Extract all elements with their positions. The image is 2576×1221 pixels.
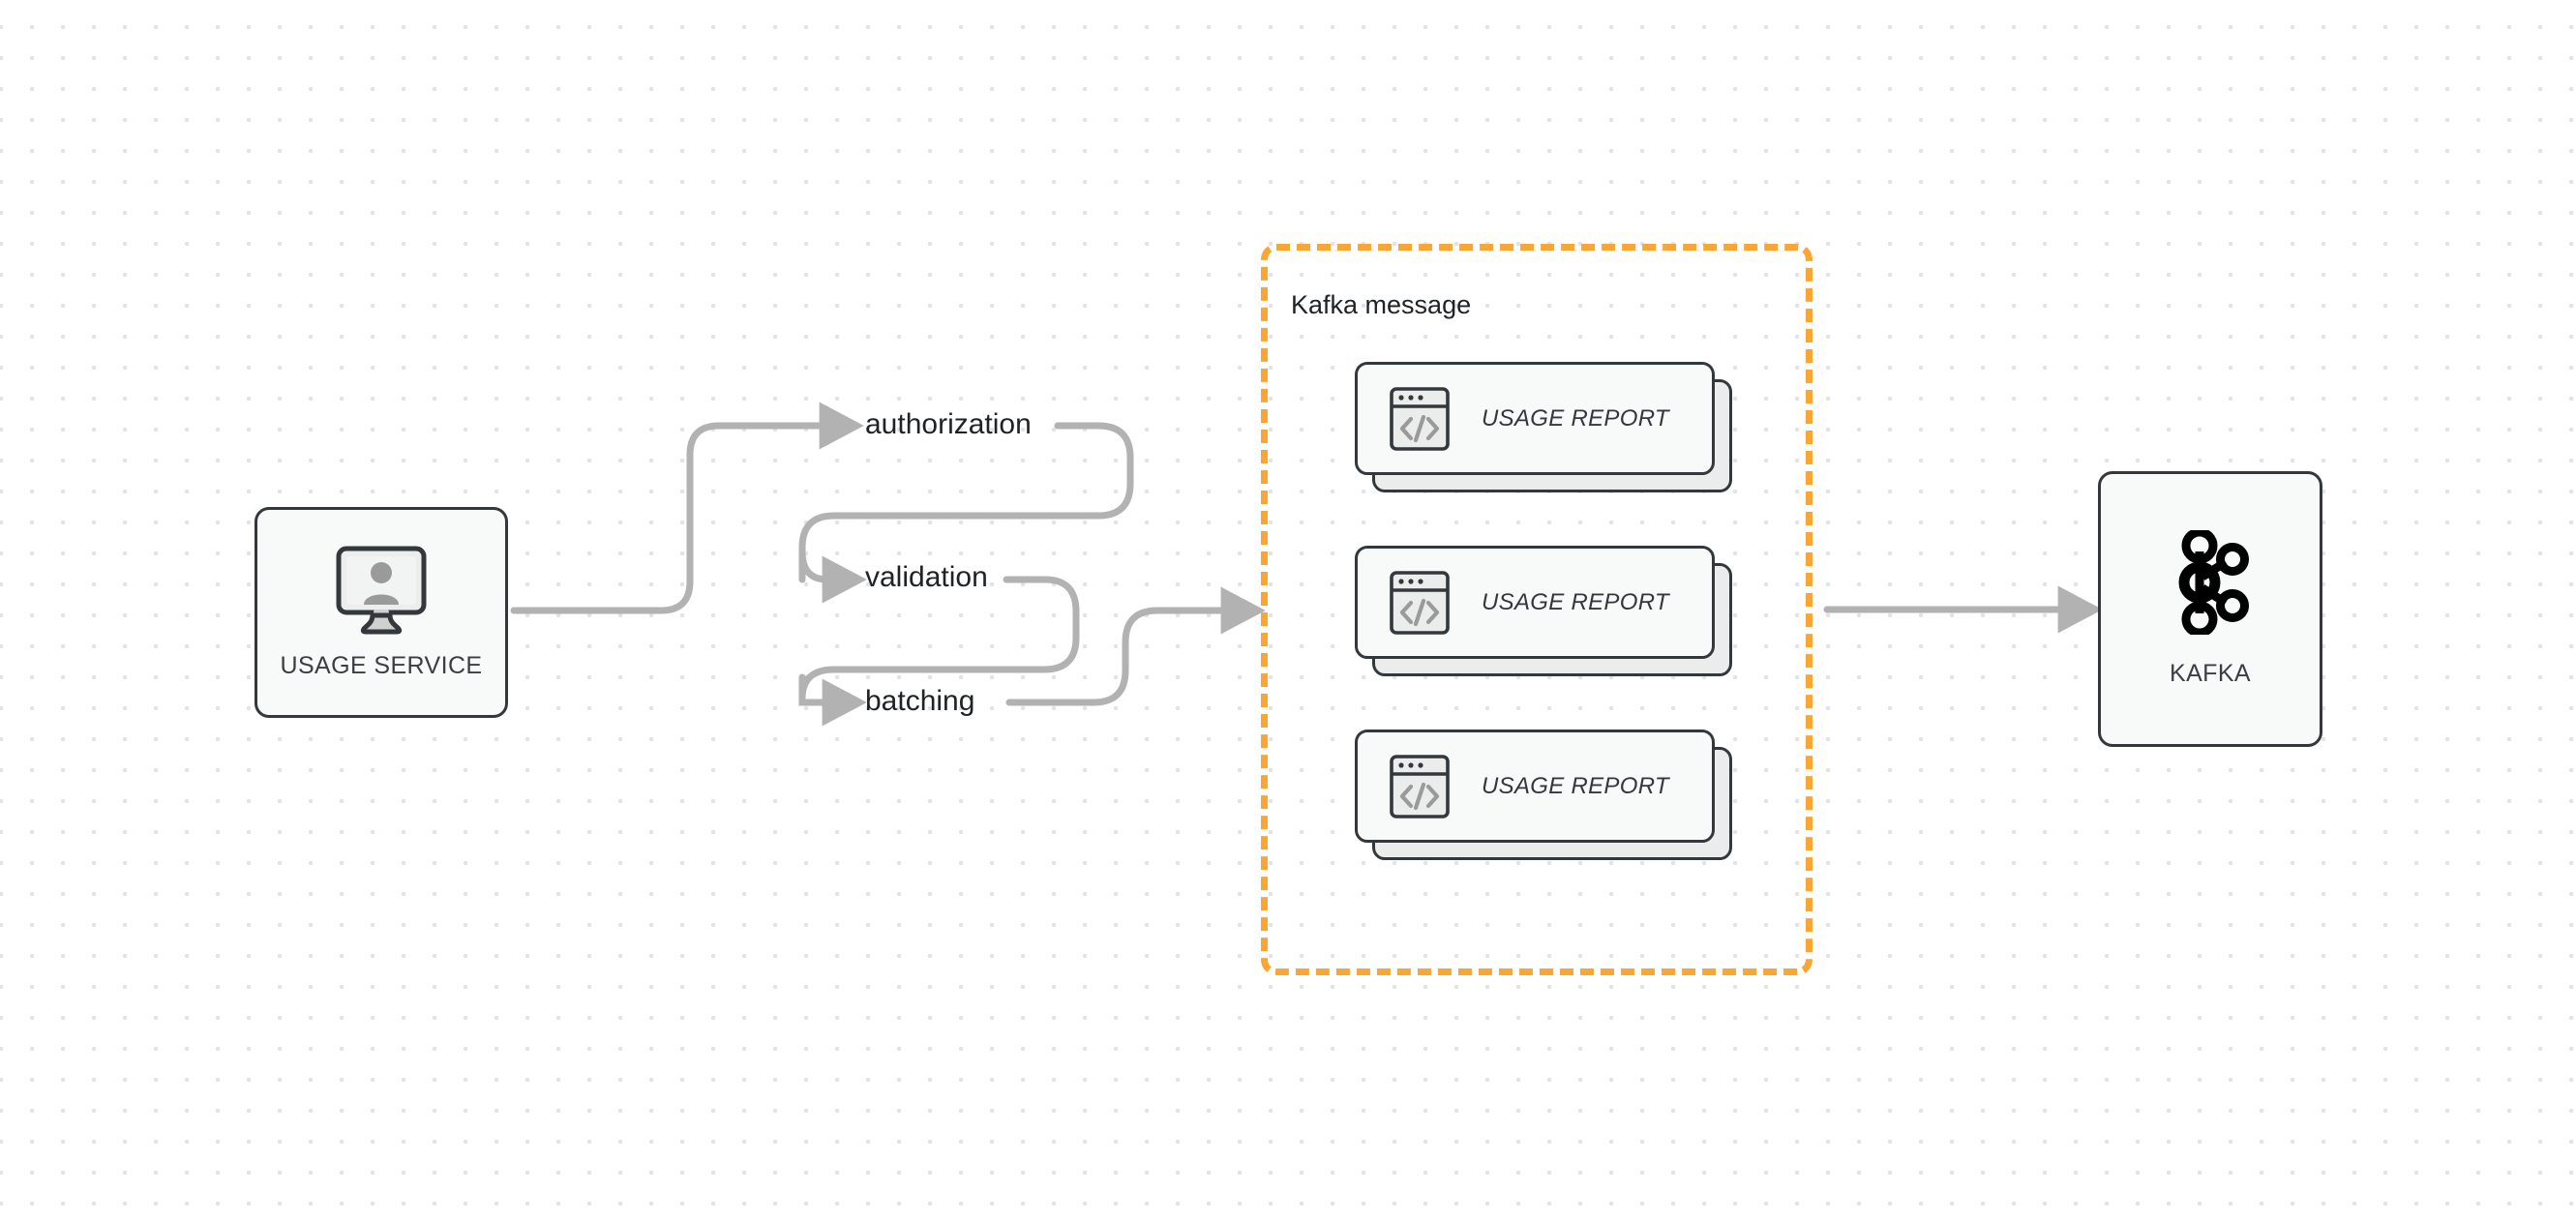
kafka-logo-icon — [2178, 530, 2249, 635]
connector-authorization-to-validation — [798, 422, 1134, 583]
code-window-icon — [1390, 754, 1450, 819]
usage-report-card[interactable]: USAGE REPORT — [1355, 362, 1732, 492]
connector-authorization-to-validation-tail — [798, 544, 867, 604]
card-front: USAGE REPORT — [1355, 730, 1715, 843]
kafka-message-group-title: Kafka message — [1291, 290, 1472, 319]
step-label-validation: validation — [865, 561, 988, 593]
usage-report-label: USAGE REPORT — [1482, 588, 1669, 615]
connector-batching-to-kafka-message — [1005, 586, 1266, 706]
usage-report-label: USAGE REPORT — [1482, 404, 1669, 432]
node-kafka[interactable]: KAFKA — [2098, 471, 2322, 747]
node-usage-service[interactable]: USAGE SERVICE — [255, 507, 508, 718]
step-label-authorization: authorization — [865, 408, 1032, 440]
connector-validation-to-batching — [798, 576, 1080, 706]
connector-usage-service-to-authorization — [510, 402, 864, 614]
card-front: USAGE REPORT — [1355, 362, 1715, 475]
code-window-icon — [1390, 570, 1450, 635]
connector-validation-to-batching-tail — [798, 673, 867, 727]
usage-report-card[interactable]: USAGE REPORT — [1355, 546, 1732, 676]
kafka-message-group — [1261, 244, 1812, 975]
step-label-batching: batching — [865, 685, 975, 717]
monitor-user-icon — [336, 546, 427, 634]
usage-report-label: USAGE REPORT — [1482, 772, 1669, 799]
card-front: USAGE REPORT — [1355, 546, 1715, 659]
usage-report-card[interactable]: USAGE REPORT — [1355, 730, 1732, 860]
node-label: USAGE SERVICE — [280, 651, 483, 679]
code-window-icon — [1390, 386, 1450, 451]
node-label: KAFKA — [2170, 660, 2251, 687]
